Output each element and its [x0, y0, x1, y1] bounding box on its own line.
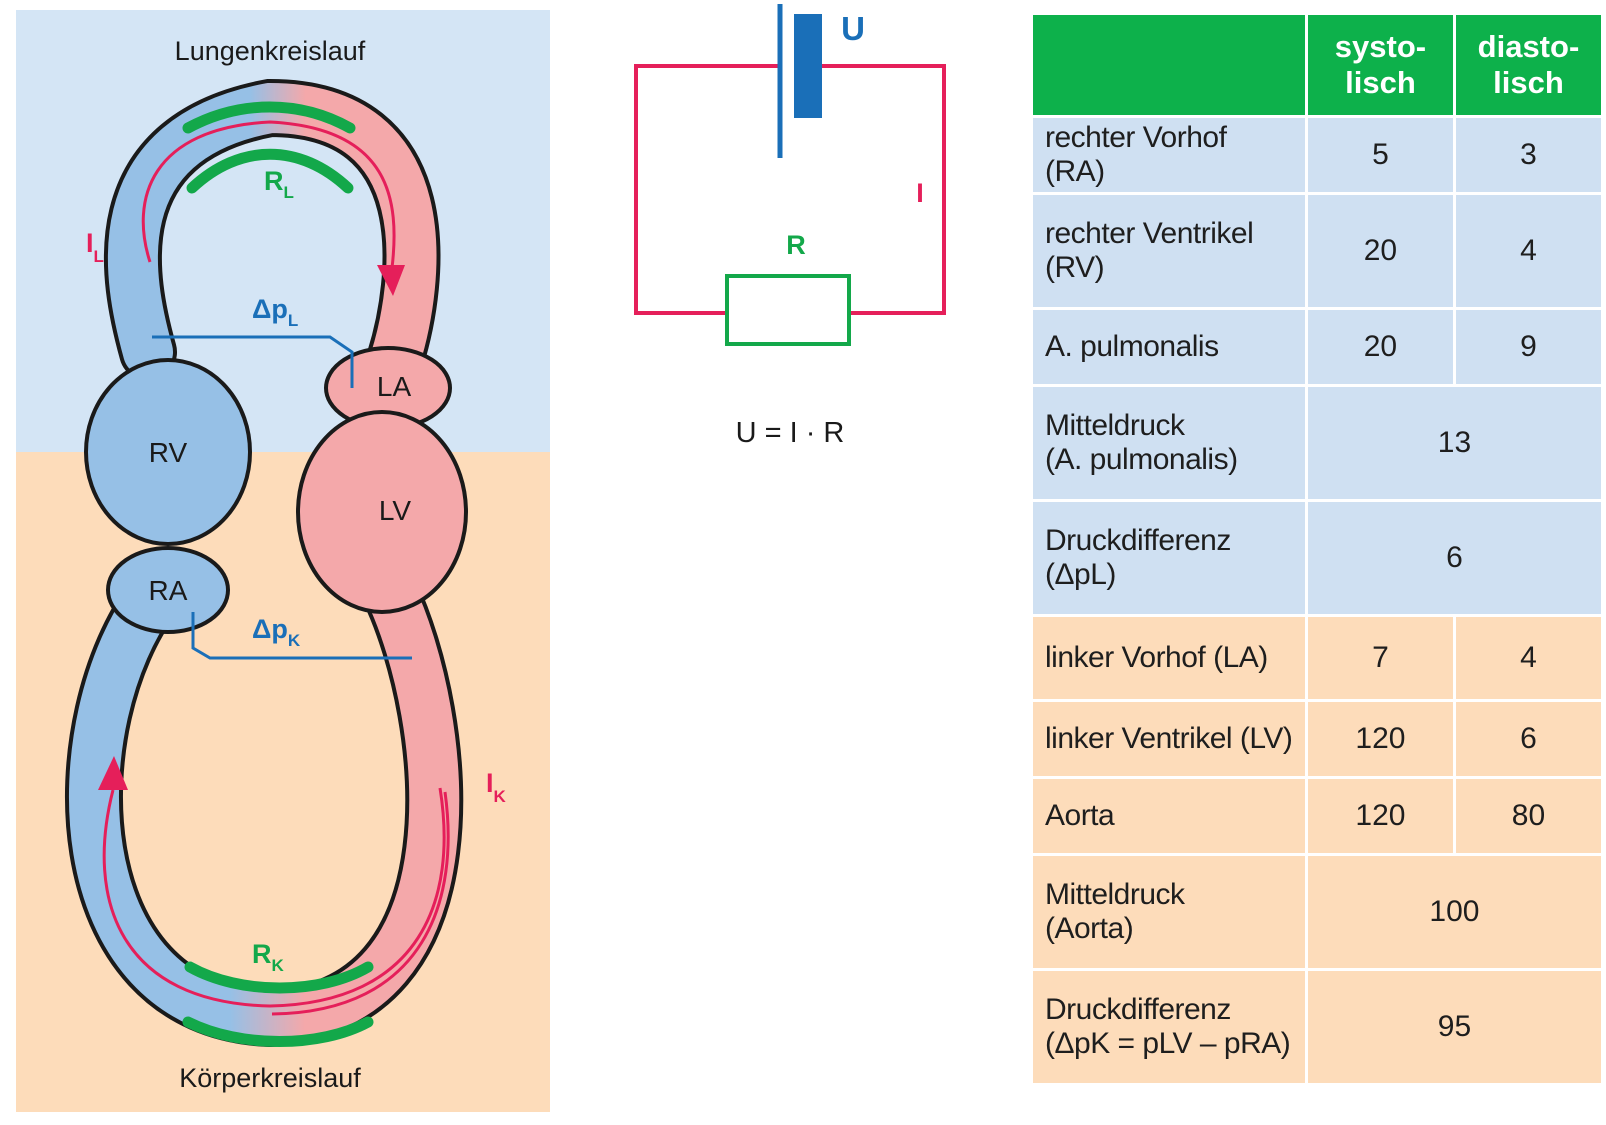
pressure-diff-systemic-line: [191, 612, 412, 660]
row-label: Druckdifferenz(ΔpK = pLV – pRA): [1033, 971, 1305, 1083]
resistor-label: R: [786, 230, 806, 260]
resistor-box: [725, 274, 851, 346]
current-pulmonary-label: IL: [86, 228, 104, 266]
row-label: Mitteldruck(Aorta): [1033, 856, 1305, 968]
circuit-wire-right: [818, 64, 946, 315]
merged-value: 13: [1307, 387, 1601, 499]
pulmonary-zone: [16, 10, 550, 452]
header-empty: [1033, 15, 1305, 115]
rv-label: RV: [149, 437, 188, 468]
current-systemic-line: [102, 787, 446, 1008]
systolic-value: 5: [1307, 118, 1453, 192]
circuit-diagram: U I R U = I · R: [634, 4, 946, 449]
resistance-pulmonary-inner-arc: [186, 148, 354, 194]
current-systemic-label: IK: [486, 768, 507, 806]
current-pulmonary-line: [141, 120, 396, 269]
diastolic-value: 6: [1455, 702, 1601, 776]
diastolic-value: 4: [1455, 617, 1601, 699]
header-systolic: systo-lisch: [1307, 15, 1453, 115]
lv-label: LV: [379, 495, 411, 526]
chamber-rv: [84, 358, 252, 546]
pressure-diff-systemic-label: ΔpK: [252, 614, 301, 650]
row-label: linker Vorhof (LA): [1033, 617, 1305, 699]
row-label: Mitteldruck(A. pulmonalis): [1033, 387, 1305, 499]
merged-value: 100: [1307, 856, 1601, 968]
header-diastolic: diasto-lisch: [1455, 15, 1601, 115]
resistance-systemic-outer-arc: [182, 1016, 374, 1047]
chamber-ra: [106, 546, 230, 634]
table-row: Mitteldruck(Aorta)100: [1033, 856, 1601, 968]
resistance-pulmonary-label: RL: [264, 166, 294, 202]
row-label: rechter Ventrikel(RV): [1033, 195, 1305, 307]
merged-value: 6: [1307, 502, 1601, 614]
resistance-systemic-inner-arc: [184, 961, 374, 994]
row-label: rechter Vorhof (RA): [1033, 118, 1305, 192]
systolic-value: 20: [1307, 195, 1453, 307]
table-row: Druckdifferenz(ΔpL)6: [1033, 502, 1601, 614]
current-pulmonary-arrowhead: [377, 265, 405, 296]
resistance-pulmonary-outer-arc: [182, 101, 356, 134]
pressure-table: systo-lisch diasto-lisch rechter Vorhof …: [1030, 12, 1604, 1086]
systolic-value: 20: [1307, 310, 1453, 384]
pressure-diff-pulmonary-line: [152, 335, 354, 388]
table-header-row: systo-lisch diasto-lisch: [1033, 15, 1601, 115]
pulmonary-title: Lungenkreislauf: [175, 36, 366, 66]
current-systemic-arrowhead: [98, 756, 128, 790]
battery-plate-thick: [794, 14, 822, 118]
pressure-diff-pulmonary-label: ΔpL: [252, 294, 298, 330]
systemic-vessel: [65, 563, 464, 1048]
table-row: Mitteldruck(A. pulmonalis)13: [1033, 387, 1601, 499]
systolic-value: 7: [1307, 617, 1453, 699]
row-label: A. pulmonalis: [1033, 310, 1305, 384]
resistance-systemic-label: RK: [252, 939, 285, 975]
merged-value: 95: [1307, 971, 1601, 1083]
systolic-value: 120: [1307, 779, 1453, 853]
diastolic-value: 80: [1455, 779, 1601, 853]
row-label: Druckdifferenz(ΔpL): [1033, 502, 1305, 614]
diastolic-value: 4: [1455, 195, 1601, 307]
diastolic-value: 9: [1455, 310, 1601, 384]
current-label: I: [916, 178, 924, 208]
circulation-diagram: Lungenkreislauf Körperkreislauf RV RA LA…: [16, 10, 550, 1112]
la-label: LA: [377, 371, 412, 402]
chamber-lv: [296, 410, 468, 614]
ra-label: RA: [149, 575, 188, 606]
systemic-title: Körperkreislauf: [179, 1063, 361, 1093]
ohms-law-formula: U = I · R: [736, 417, 845, 449]
voltage-label: U: [841, 10, 865, 47]
row-label: Aorta: [1033, 779, 1305, 853]
systolic-value: 120: [1307, 702, 1453, 776]
table-row: Druckdifferenz(ΔpK = pLV – pRA)95: [1033, 971, 1601, 1083]
circuit-wire: [634, 64, 780, 315]
row-label: linker Ventrikel (LV): [1033, 702, 1305, 776]
diastolic-value: 3: [1455, 118, 1601, 192]
current-systemic-return-line: [271, 791, 450, 1016]
